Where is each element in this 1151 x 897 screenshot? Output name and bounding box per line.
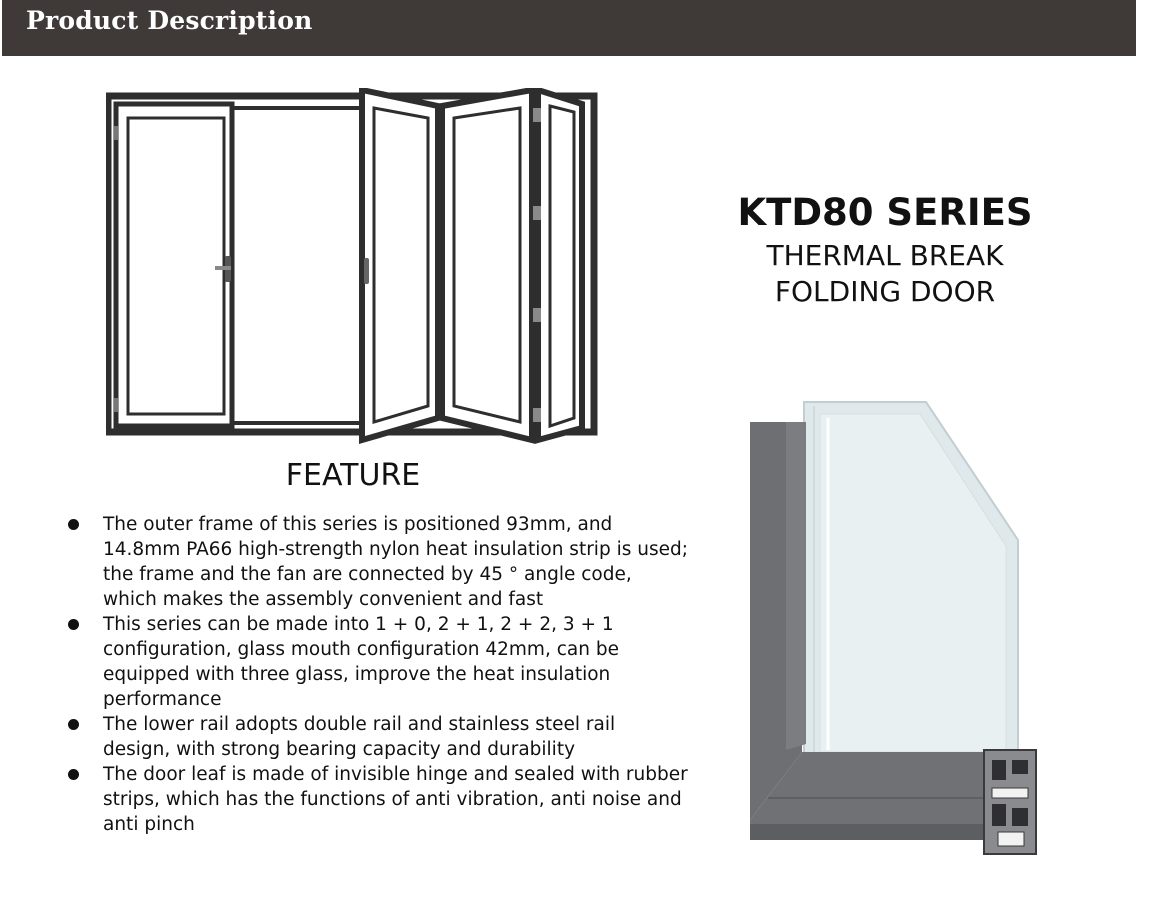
feature-item-text: This series can be made into 1 + 0, 2 + … [103, 614, 619, 710]
series-subtitle-line-2: FOLDING DOOR [774, 275, 996, 308]
series-subtitle-line-1: THERMAL BREAK [766, 239, 1004, 272]
feature-item-4: The door leaf is made of invisible hinge… [68, 762, 688, 837]
feature-item-text: The outer frame of this series is positi… [103, 514, 688, 610]
header-bar: Product Description [2, 0, 1136, 56]
feature-item-1: The outer frame of this series is positi… [68, 512, 688, 612]
feature-heading: FEATURE [285, 458, 421, 493]
feature-item-2: This series can be made into 1 + 0, 2 + … [68, 612, 688, 712]
feature-item-3: The lower rail adopts double rail and st… [68, 712, 688, 762]
profile-section-image [750, 401, 1037, 855]
series-title: KTD80 SERIES [737, 191, 1033, 234]
folding-door-image [106, 88, 598, 444]
bullet-icon [68, 719, 79, 730]
bullet-icon [68, 519, 79, 530]
bullet-icon [68, 619, 79, 630]
feature-item-text: The door leaf is made of invisible hinge… [103, 764, 688, 835]
series-subtitle: THERMAL BREAK FOLDING DOOR [700, 238, 1070, 310]
feature-item-text: The lower rail adopts double rail and st… [103, 714, 616, 760]
bullet-icon [68, 769, 79, 780]
feature-list: The outer frame of this series is positi… [68, 512, 688, 837]
header-title: Product Description [26, 6, 313, 35]
